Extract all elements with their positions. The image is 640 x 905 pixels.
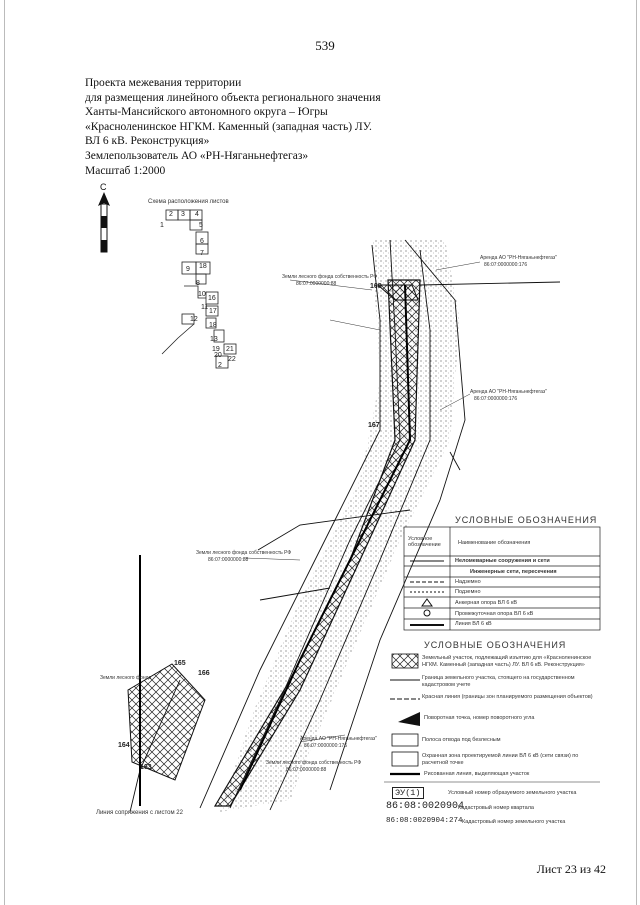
scheme-number: 22 <box>228 356 236 363</box>
legend-title: УСЛОВНЫЕ ОБОЗНАЧЕНИЯ <box>424 640 567 650</box>
point-label: 164 <box>118 742 130 749</box>
legend-row: Неломеварные сооружения и сети <box>455 558 550 564</box>
scheme-number: 5 <box>199 222 203 229</box>
map-label: 86:07:0000000:88 <box>286 767 327 773</box>
point-label: 166 <box>198 670 210 677</box>
scheme-number: 2 <box>218 362 222 369</box>
scheme-number: 2 <box>169 211 173 218</box>
header-line: «Красноленинское НГКМ. Каменный (западна… <box>85 120 372 133</box>
point-label: 165 <box>174 660 186 667</box>
cadastral-code-sample: 86:08:0020904:274 <box>386 817 463 825</box>
scheme-number: 20 <box>214 352 222 359</box>
map-label: 86:07:0000000:176 <box>484 262 528 268</box>
map-label: 86:07:0000000:88 <box>296 281 337 287</box>
right-page-edge <box>636 0 637 905</box>
scheme-number: 9 <box>186 266 190 273</box>
map-label: Линия сопряжения с листом 22 <box>96 810 183 816</box>
north-arrow-icon <box>98 192 110 253</box>
legend-row: Поворотная точка, номер поворотного угла <box>424 715 535 721</box>
map-label: 86:07:0000000:176 <box>474 396 518 402</box>
legend-row: Полоса отвода под безлесным <box>422 737 501 743</box>
scheme-number: 21 <box>226 346 234 353</box>
scheme-number: 8 <box>196 280 200 287</box>
scheme-number: 13 <box>210 336 218 343</box>
legend-row: Условный номер образуемого земельного уч… <box>448 790 577 796</box>
scheme-number: 6 <box>200 238 204 245</box>
header-line: Ханты-Мансийского автономного округа – Ю… <box>85 106 328 119</box>
map-label: Аренда АО "РН-Няганьнефтегаз" <box>300 736 377 742</box>
page-number: 539 <box>315 38 335 53</box>
legend-row: Кадастровый номер земельного участка <box>462 819 566 825</box>
scheme-number: 3 <box>181 211 185 218</box>
left-page-edge <box>4 0 5 905</box>
header-line: ВЛ 6 кВ. Реконструкция» <box>85 135 210 148</box>
scheme-number: 18 <box>209 322 217 329</box>
map-label: Земли лесного фонда собственность РФ <box>266 760 362 766</box>
legend-row: Земельный участок, подлежащий изъятию дл… <box>422 655 592 668</box>
map-label: Земли лесного фонда собственность РФ <box>196 550 292 556</box>
map-label: Земли лесного фонда собственность РФ <box>282 274 378 280</box>
map-label: 86:07:0000000:176 <box>304 743 348 749</box>
legend-row: Подземно <box>455 589 481 595</box>
scheme-number: 11 <box>201 304 209 311</box>
sheet-label: Лист 23 из 42 <box>536 862 606 876</box>
legend-row: Красная линия (границы зон планируемого … <box>422 694 593 700</box>
scheme-number: 10 <box>198 291 206 298</box>
legend-row: Надземно <box>455 579 481 585</box>
map-label: 86:07:0000000:88 <box>208 557 249 563</box>
legend-row: Граница земельного участка, стоящего на … <box>422 675 575 688</box>
point-label: 168 <box>370 283 382 290</box>
header-line: Землепользователь АО «РН-Няганьнефтегаз» <box>85 149 309 162</box>
legend-title: УСЛОВНЫЕ ОБОЗНАЧЕНИЯ <box>455 515 598 525</box>
legend-row: Охранная зона проектируемой линии ВЛ 6 к… <box>422 753 579 766</box>
point-label: 167 <box>368 422 380 429</box>
scheme-number: 18 <box>199 263 207 270</box>
map-label: Аренда АО "РН-Няганьнефтегаз" <box>480 255 557 261</box>
scheme-number: 7 <box>200 250 204 257</box>
map-label: Земли лесного фонда <box>100 675 152 681</box>
legend-row: Промежуточная опора ВЛ 6 кВ <box>455 611 534 617</box>
quarter-code-sample: 86:08:0020904 <box>386 801 465 812</box>
north-label: С <box>100 182 107 192</box>
sheet-scheme <box>161 209 237 369</box>
scheme-number: 19 <box>212 346 220 353</box>
parcel-code-sample: ЭУ(1) <box>392 787 424 799</box>
scheme-title: Схема расположения листов <box>148 199 229 205</box>
scheme-number: 4 <box>195 211 199 218</box>
header-line: для размещения линейного объекта региона… <box>85 91 381 104</box>
scheme-number: 1 <box>160 222 164 229</box>
legend-row: Анкерная опора ВЛ 6 кВ <box>455 600 518 606</box>
legend-column-header: Условное обозначение <box>408 536 441 548</box>
scheme-number: 17 <box>209 308 217 315</box>
point-label: 163 <box>140 764 152 771</box>
legend-row: Линия ВЛ 6 кВ <box>455 621 492 627</box>
map-label: Аренда АО "РН-Няганьнефтегаз" <box>470 389 547 395</box>
scheme-number: 16 <box>208 295 216 302</box>
document-header: Проекта межевания территории для размеще… <box>85 76 381 178</box>
scheme-number: 12 <box>190 316 198 323</box>
legend-row: Инженерные сети, пересечения <box>470 569 557 575</box>
header-line: Масштаб 1:2000 <box>85 164 166 177</box>
header-line: Проекта межевания территории <box>85 77 242 89</box>
legend-row: Рисованная линия, выделяющая участок <box>424 771 530 777</box>
legend-row: Кадастровый номер квартала <box>458 805 534 811</box>
legend-column-header: Наименование обозначения <box>458 540 531 546</box>
